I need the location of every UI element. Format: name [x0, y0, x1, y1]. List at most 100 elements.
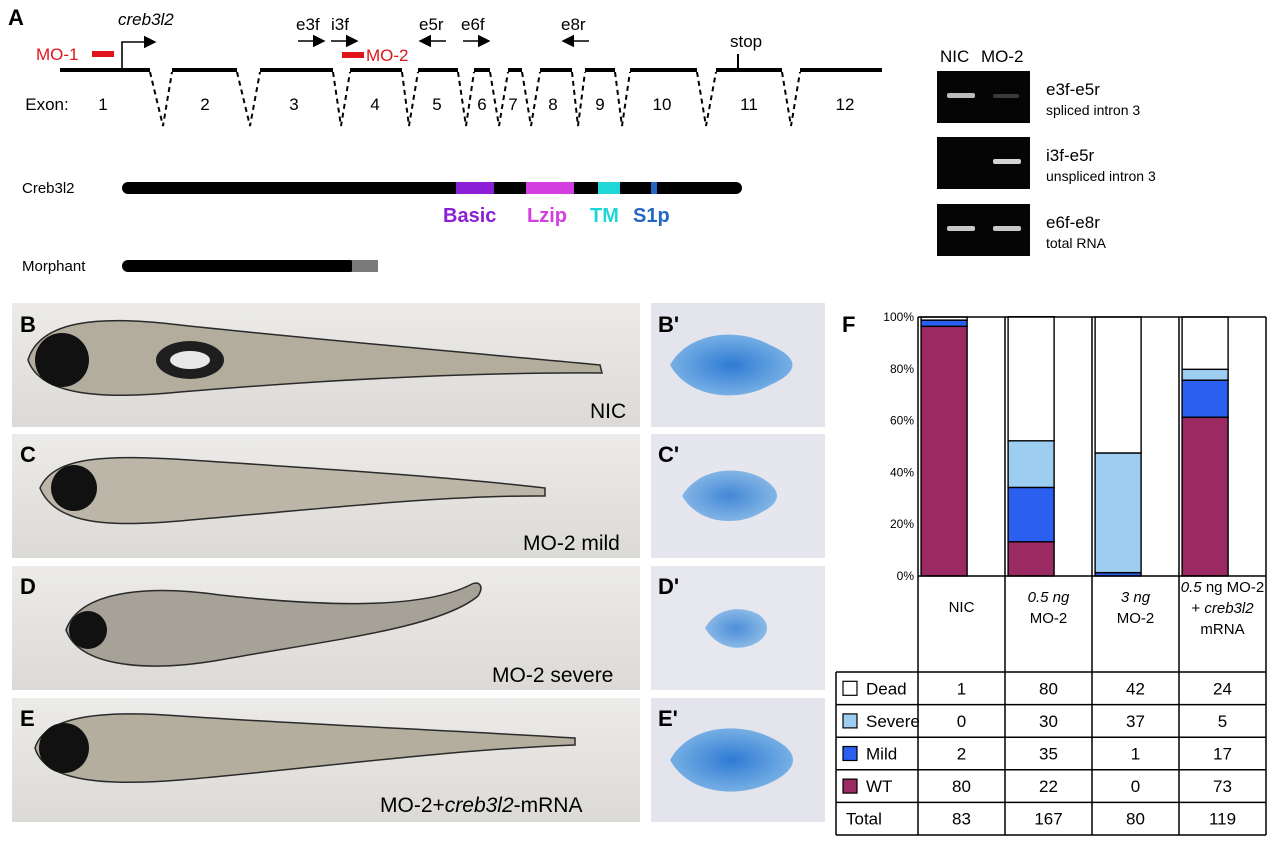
- primers: e3f i3f e5r e6f e8r: [296, 15, 586, 34]
- bar-segment-wt: [1007, 541, 1055, 577]
- cartilage-shape: [670, 728, 793, 792]
- legend-swatch-severe: [842, 713, 858, 729]
- y-tick-label: 60%: [890, 414, 914, 428]
- bar-segment-mild: [1007, 486, 1055, 543]
- inset-panel-c: C': [651, 434, 825, 558]
- exon-label: 7: [508, 95, 517, 114]
- count-cell: 42: [1126, 679, 1145, 698]
- panel-f-label: F: [842, 312, 855, 337]
- y-tick-label: 40%: [890, 465, 914, 479]
- fish-label-c: C: [20, 442, 36, 467]
- primer-e8r: e8r: [561, 15, 586, 34]
- mo2-label: MO-2: [366, 46, 409, 65]
- y-axis-ticks: 0%20%40%60%80%100%: [883, 310, 914, 583]
- fish-body: [65, 582, 482, 667]
- y-tick-label: 0%: [897, 569, 915, 583]
- gel-lane-mo2: MO-2: [981, 47, 1024, 66]
- count-cell: 37: [1126, 712, 1145, 731]
- cartilage-shape: [670, 334, 793, 396]
- gel-row-primer: e3f-e5r: [1046, 80, 1100, 99]
- exon-label: 8: [548, 95, 557, 114]
- legend-label: Severe: [866, 712, 920, 731]
- count-cell: 22: [1039, 777, 1058, 796]
- category-label: NIC: [949, 599, 975, 616]
- count-cell: 2: [957, 745, 966, 764]
- inset-label-b: B': [658, 312, 679, 337]
- category-label: 0.5 ng: [1028, 589, 1070, 606]
- count-cell: 30: [1039, 712, 1058, 731]
- exon-label: 5: [432, 95, 441, 114]
- fish-eye: [35, 333, 89, 387]
- fish-caption-e: MO-2+creb3l2-mRNA: [380, 794, 582, 817]
- legend-label: WT: [866, 777, 892, 796]
- tss-arrow-icon: [121, 35, 157, 70]
- stacked-bars: [920, 316, 1229, 577]
- fish-body: [27, 319, 603, 397]
- fish-caption-d: MO-2 severe: [492, 664, 613, 687]
- inset-label-c: C': [658, 442, 679, 467]
- stop-label: stop: [730, 32, 762, 51]
- count-cell: 5: [1218, 712, 1227, 731]
- exon-label: 4: [370, 95, 379, 114]
- legend-swatch-dead: [842, 680, 858, 696]
- morphant-bar: [122, 260, 356, 272]
- intron-lines: [149, 71, 801, 127]
- legend-swatch-wt: [842, 778, 858, 794]
- gel-lane-nic: NIC: [940, 47, 969, 66]
- total-label: Total: [846, 810, 882, 829]
- fish-eye: [39, 723, 89, 773]
- bar-segment-wt: [1181, 416, 1229, 577]
- legend-swatch-mild: [842, 745, 858, 762]
- count-cell: 0: [1131, 777, 1140, 796]
- bar-segment-severe: [1007, 440, 1055, 489]
- y-tick-label: 20%: [890, 517, 914, 531]
- exon-label: 1: [98, 95, 107, 114]
- bar-segment-severe: [1094, 452, 1142, 574]
- fish-panel-e: E MO-2+creb3l2-mRNA: [12, 698, 640, 822]
- panel-a: A: [8, 5, 882, 275]
- total-cell: 167: [1034, 810, 1062, 829]
- exon-label: 3: [289, 95, 298, 114]
- exon-label: 6: [477, 95, 486, 114]
- category-label: 0.5 ng MO-2: [1181, 579, 1264, 596]
- exon-label: 2: [200, 95, 209, 114]
- gel-row-note: total RNA: [1046, 235, 1107, 251]
- primer-e5r: e5r: [419, 15, 444, 34]
- category-label: MO-2: [1117, 610, 1155, 627]
- domain-tm: [598, 182, 620, 194]
- exon-label: 12: [836, 95, 855, 114]
- category-label: 3 ng: [1121, 589, 1151, 606]
- total-cell: 80: [1126, 810, 1145, 829]
- legend-label: Dead: [866, 679, 907, 698]
- protein-label: Creb3l2: [22, 180, 75, 197]
- mo2-bar: [342, 52, 364, 58]
- count-cell: 73: [1213, 777, 1232, 796]
- count-cell: 35: [1039, 745, 1058, 764]
- fish-panel-d: D MO-2 severe: [12, 566, 640, 690]
- primer-e6f: e6f: [461, 15, 485, 34]
- category-label: mRNA: [1200, 621, 1244, 638]
- category-label: + creb3l2: [1191, 600, 1254, 617]
- domain-labels: Basic Lzip TM S1p: [443, 205, 670, 227]
- fish-label-b: B: [20, 312, 36, 337]
- mo1-bar: [92, 51, 114, 57]
- morphant-label: Morphant: [22, 258, 86, 275]
- inset-panel-e: E': [651, 698, 825, 822]
- domain-s1p: [651, 182, 657, 194]
- primer-i3f: i3f: [331, 15, 349, 34]
- fish-panel-b: B NIC: [12, 303, 640, 427]
- domain-tm-label: TM: [590, 205, 619, 227]
- bar-segment-dead: [1007, 316, 1055, 442]
- bar-segment-mild: [1181, 379, 1229, 418]
- exon-heading: Exon:: [25, 95, 68, 114]
- fish-body: [34, 713, 576, 784]
- gene-label: creb3l2: [118, 10, 174, 29]
- y-tick-label: 100%: [883, 310, 914, 324]
- total-cell: 83: [952, 810, 971, 829]
- domain-lzip: [526, 182, 574, 194]
- count-cell: 1: [1131, 745, 1140, 764]
